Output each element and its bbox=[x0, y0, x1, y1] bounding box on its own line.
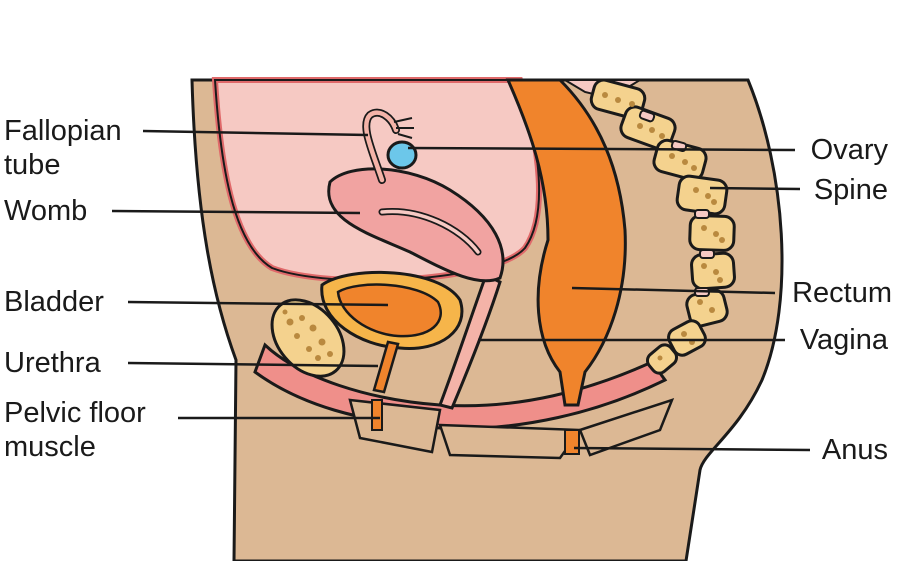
leader-rectum bbox=[571, 286, 776, 295]
urethra bbox=[372, 340, 400, 394]
label-vagina: Vagina bbox=[799, 324, 888, 356]
label-womb: Womb bbox=[4, 195, 88, 227]
leader-urethra bbox=[127, 361, 379, 368]
leader-ovary bbox=[407, 146, 796, 152]
label-bladder: Bladder bbox=[4, 286, 104, 318]
rectum bbox=[505, 78, 627, 407]
leader-womb bbox=[111, 209, 361, 215]
label-rectum: Rectum bbox=[792, 277, 892, 309]
label-ovary: Ovary bbox=[810, 134, 888, 166]
label-urethra: Urethra bbox=[4, 347, 101, 379]
ovary bbox=[386, 140, 418, 170]
label-spine: Spine bbox=[813, 174, 888, 206]
label-anus: Anus bbox=[821, 434, 888, 466]
leader-fallopian-tube bbox=[142, 129, 369, 137]
leader-anus bbox=[573, 446, 811, 452]
bladder-inner bbox=[336, 283, 442, 338]
label-fallopian-tube: Fallopian tube bbox=[4, 115, 122, 181]
leader-bladder bbox=[127, 300, 389, 307]
leader-lines bbox=[111, 129, 811, 452]
vagina bbox=[438, 272, 502, 410]
leader-spine bbox=[709, 186, 801, 191]
label-pelvic-floor-muscle: Pelvic floor muscle bbox=[4, 397, 146, 463]
womb bbox=[327, 167, 505, 283]
